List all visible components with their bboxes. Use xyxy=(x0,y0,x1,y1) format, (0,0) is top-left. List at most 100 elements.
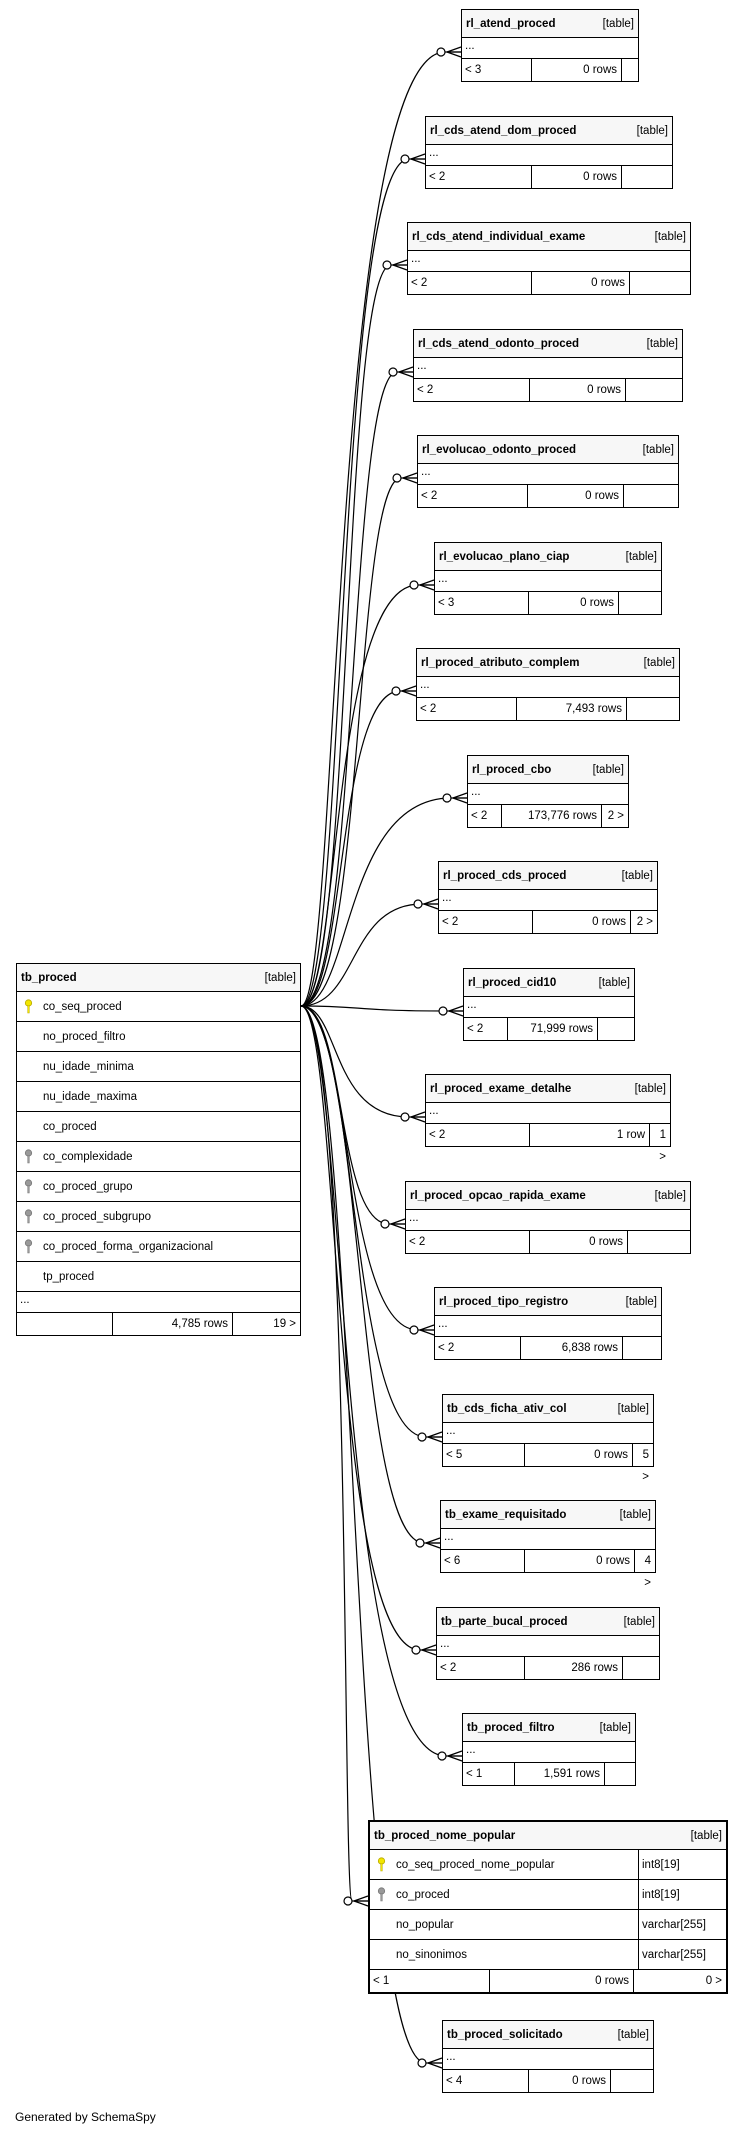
children-count[interactable]: 5 > xyxy=(642,1449,649,1483)
column-name[interactable]: tp_proced xyxy=(43,1270,95,1283)
table-name[interactable]: rl_cds_atend_dom_proced xyxy=(430,124,577,137)
column-row[interactable]: co_seq_proced xyxy=(17,992,300,1022)
column-name[interactable]: co_proced_forma_organizacional xyxy=(43,1240,214,1253)
column-row[interactable]: co_proced_subgrupo xyxy=(17,1202,300,1232)
parents-count[interactable]: < 3 xyxy=(462,59,532,81)
table-name[interactable]: rl_proced_opcao_rapida_exame xyxy=(410,1189,586,1202)
table-name[interactable]: rl_proced_atributo_complem xyxy=(421,656,580,669)
children-count[interactable] xyxy=(630,272,690,294)
table-rl_cds_atend_odonto_proced[interactable]: rl_cds_atend_odonto_proced [table] ... <… xyxy=(413,329,683,402)
table-rl_proced_atributo_complem[interactable]: rl_proced_atributo_complem [table] ... <… xyxy=(416,648,680,721)
table-tb_proced_filtro[interactable]: tb_proced_filtro [table] ... < 1 1,591 r… xyxy=(462,1713,636,1786)
table-name[interactable]: rl_proced_exame_detalhe xyxy=(430,1082,572,1095)
table-name[interactable]: rl_cds_atend_odonto_proced xyxy=(418,337,580,350)
table-header[interactable]: tb_proced [table] xyxy=(17,964,300,992)
table-tb_exame_requisitado[interactable]: tb_exame_requisitado [table] ... < 6 0 r… xyxy=(440,1500,656,1589)
children-count[interactable]: 2 > xyxy=(636,916,653,928)
table-name[interactable]: tb_proced xyxy=(21,971,77,984)
column-row[interactable]: no_sinonimos varchar[255] xyxy=(370,1940,726,1970)
table-header[interactable]: rl_proced_cds_proced [table] xyxy=(439,862,657,890)
table-header[interactable]: rl_cds_atend_individual_exame [table] xyxy=(408,223,690,251)
table-tb_parte_bucal_proced[interactable]: tb_parte_bucal_proced [table] ... < 2 28… xyxy=(436,1607,660,1680)
table-rl_cds_atend_individual_exame[interactable]: rl_cds_atend_individual_exame [table] ..… xyxy=(407,222,691,295)
parents-count[interactable]: < 1 xyxy=(370,1970,490,1992)
table-header[interactable]: rl_evolucao_plano_ciap [table] xyxy=(435,543,661,571)
table-header[interactable]: tb_cds_ficha_ativ_col [table] xyxy=(443,1395,653,1423)
parents-count[interactable]: < 2 xyxy=(406,1231,530,1253)
children-count[interactable] xyxy=(619,592,661,614)
parents-count[interactable]: < 5 xyxy=(443,1444,525,1466)
column-row[interactable]: co_complexidade xyxy=(17,1142,300,1172)
children-count[interactable] xyxy=(626,379,682,401)
table-name[interactable]: tb_parte_bucal_proced xyxy=(441,1615,568,1628)
column-row[interactable]: co_proced int8[19] xyxy=(370,1880,726,1910)
table-header[interactable]: rl_proced_tipo_registro [table] xyxy=(435,1288,661,1316)
table-header[interactable]: rl_atend_proced [table] xyxy=(462,10,638,38)
column-name[interactable]: no_sinonimos xyxy=(396,1948,467,1961)
children-count[interactable] xyxy=(627,698,679,720)
parents-count[interactable] xyxy=(17,1313,113,1335)
table-header[interactable]: tb_proced_solicitado [table] xyxy=(443,2021,653,2049)
children-count[interactable]: 0 > xyxy=(705,1975,722,1987)
table-header[interactable]: rl_proced_cbo [table] xyxy=(468,756,628,784)
parents-count[interactable]: < 2 xyxy=(426,1124,530,1146)
table-name[interactable]: tb_proced_filtro xyxy=(467,1721,555,1734)
table-rl_evolucao_odonto_proced[interactable]: rl_evolucao_odonto_proced [table] ... < … xyxy=(417,435,679,508)
table-rl_atend_proced[interactable]: rl_atend_proced [table] ... < 3 0 rows xyxy=(461,9,639,82)
table-name[interactable]: rl_atend_proced xyxy=(466,17,556,30)
column-name[interactable]: co_proced xyxy=(43,1120,97,1133)
column-row[interactable]: co_proced_grupo xyxy=(17,1172,300,1202)
table-rl_proced_cds_proced[interactable]: rl_proced_cds_proced [table] ... < 2 0 r… xyxy=(438,861,658,934)
table-name[interactable]: tb_cds_ficha_ativ_col xyxy=(447,1402,567,1415)
table-header[interactable]: rl_cds_atend_dom_proced [table] xyxy=(426,117,672,145)
table-name[interactable]: rl_proced_cds_proced xyxy=(443,869,567,882)
children-count[interactable] xyxy=(622,166,672,188)
parents-count[interactable]: < 2 xyxy=(414,379,530,401)
column-name[interactable]: co_proced_grupo xyxy=(43,1180,133,1193)
parents-count[interactable]: < 2 xyxy=(468,805,502,827)
column-row[interactable]: nu_idade_maxima xyxy=(17,1082,300,1112)
column-row[interactable]: co_seq_proced_nome_popular int8[19] xyxy=(370,1850,726,1880)
table-name[interactable]: rl_evolucao_odonto_proced xyxy=(422,443,577,456)
column-row[interactable]: tp_proced xyxy=(17,1262,300,1292)
table-rl_proced_exame_detalhe[interactable]: rl_proced_exame_detalhe [table] ... < 2 … xyxy=(425,1074,671,1163)
table-name[interactable]: tb_proced_nome_popular xyxy=(374,1829,516,1842)
parents-count[interactable]: < 2 xyxy=(426,166,532,188)
column-name[interactable]: co_seq_proced xyxy=(43,1000,122,1013)
table-name[interactable]: rl_proced_tipo_registro xyxy=(439,1295,569,1308)
column-row[interactable]: no_popular varchar[255] xyxy=(370,1910,726,1940)
table-tb_proced_solicitado[interactable]: tb_proced_solicitado [table] ... < 4 0 r… xyxy=(442,2020,654,2093)
table-rl_proced_tipo_registro[interactable]: rl_proced_tipo_registro [table] ... < 2 … xyxy=(434,1287,662,1360)
column-name[interactable]: nu_idade_minima xyxy=(43,1060,134,1073)
children-count[interactable]: 1 > xyxy=(659,1129,666,1163)
table-header[interactable]: tb_exame_requisitado [table] xyxy=(441,1501,655,1529)
parents-count[interactable]: < 2 xyxy=(464,1018,508,1040)
table-header[interactable]: rl_proced_opcao_rapida_exame [table] xyxy=(406,1182,690,1210)
children-count[interactable] xyxy=(623,1657,659,1679)
table-rl_proced_cid10[interactable]: rl_proced_cid10 [table] ... < 2 71,999 r… xyxy=(463,968,635,1041)
table-header[interactable]: tb_parte_bucal_proced [table] xyxy=(437,1608,659,1636)
table-name[interactable]: rl_evolucao_plano_ciap xyxy=(439,550,570,563)
children-count[interactable]: 4 > xyxy=(644,1555,651,1589)
column-name[interactable]: no_proced_filtro xyxy=(43,1030,126,1043)
column-name[interactable]: co_proced_subgrupo xyxy=(43,1210,152,1223)
column-name[interactable]: co_seq_proced_nome_popular xyxy=(396,1858,555,1871)
children-count[interactable] xyxy=(624,485,678,507)
parents-count[interactable]: < 2 xyxy=(408,272,532,294)
column-row[interactable]: no_proced_filtro xyxy=(17,1022,300,1052)
children-count[interactable] xyxy=(628,1231,690,1253)
column-row[interactable]: co_proced_forma_organizacional xyxy=(17,1232,300,1262)
column-name[interactable]: co_proced xyxy=(396,1888,450,1901)
table-header[interactable]: rl_proced_cid10 [table] xyxy=(464,969,634,997)
table-name[interactable]: tb_exame_requisitado xyxy=(445,1508,567,1521)
parents-count[interactable]: < 1 xyxy=(463,1763,515,1785)
table-header[interactable]: tb_proced_nome_popular [table] xyxy=(370,1822,726,1850)
children-count[interactable] xyxy=(598,1018,634,1040)
column-name[interactable]: nu_idade_maxima xyxy=(43,1090,137,1103)
parents-count[interactable]: < 6 xyxy=(441,1550,525,1572)
table-rl_proced_opcao_rapida_exame[interactable]: rl_proced_opcao_rapida_exame [table] ...… xyxy=(405,1181,691,1254)
table-name[interactable]: rl_cds_atend_individual_exame xyxy=(412,230,586,243)
table-rl_cds_atend_dom_proced[interactable]: rl_cds_atend_dom_proced [table] ... < 2 … xyxy=(425,116,673,189)
column-row[interactable]: nu_idade_minima xyxy=(17,1052,300,1082)
table-header[interactable]: tb_proced_filtro [table] xyxy=(463,1714,635,1742)
